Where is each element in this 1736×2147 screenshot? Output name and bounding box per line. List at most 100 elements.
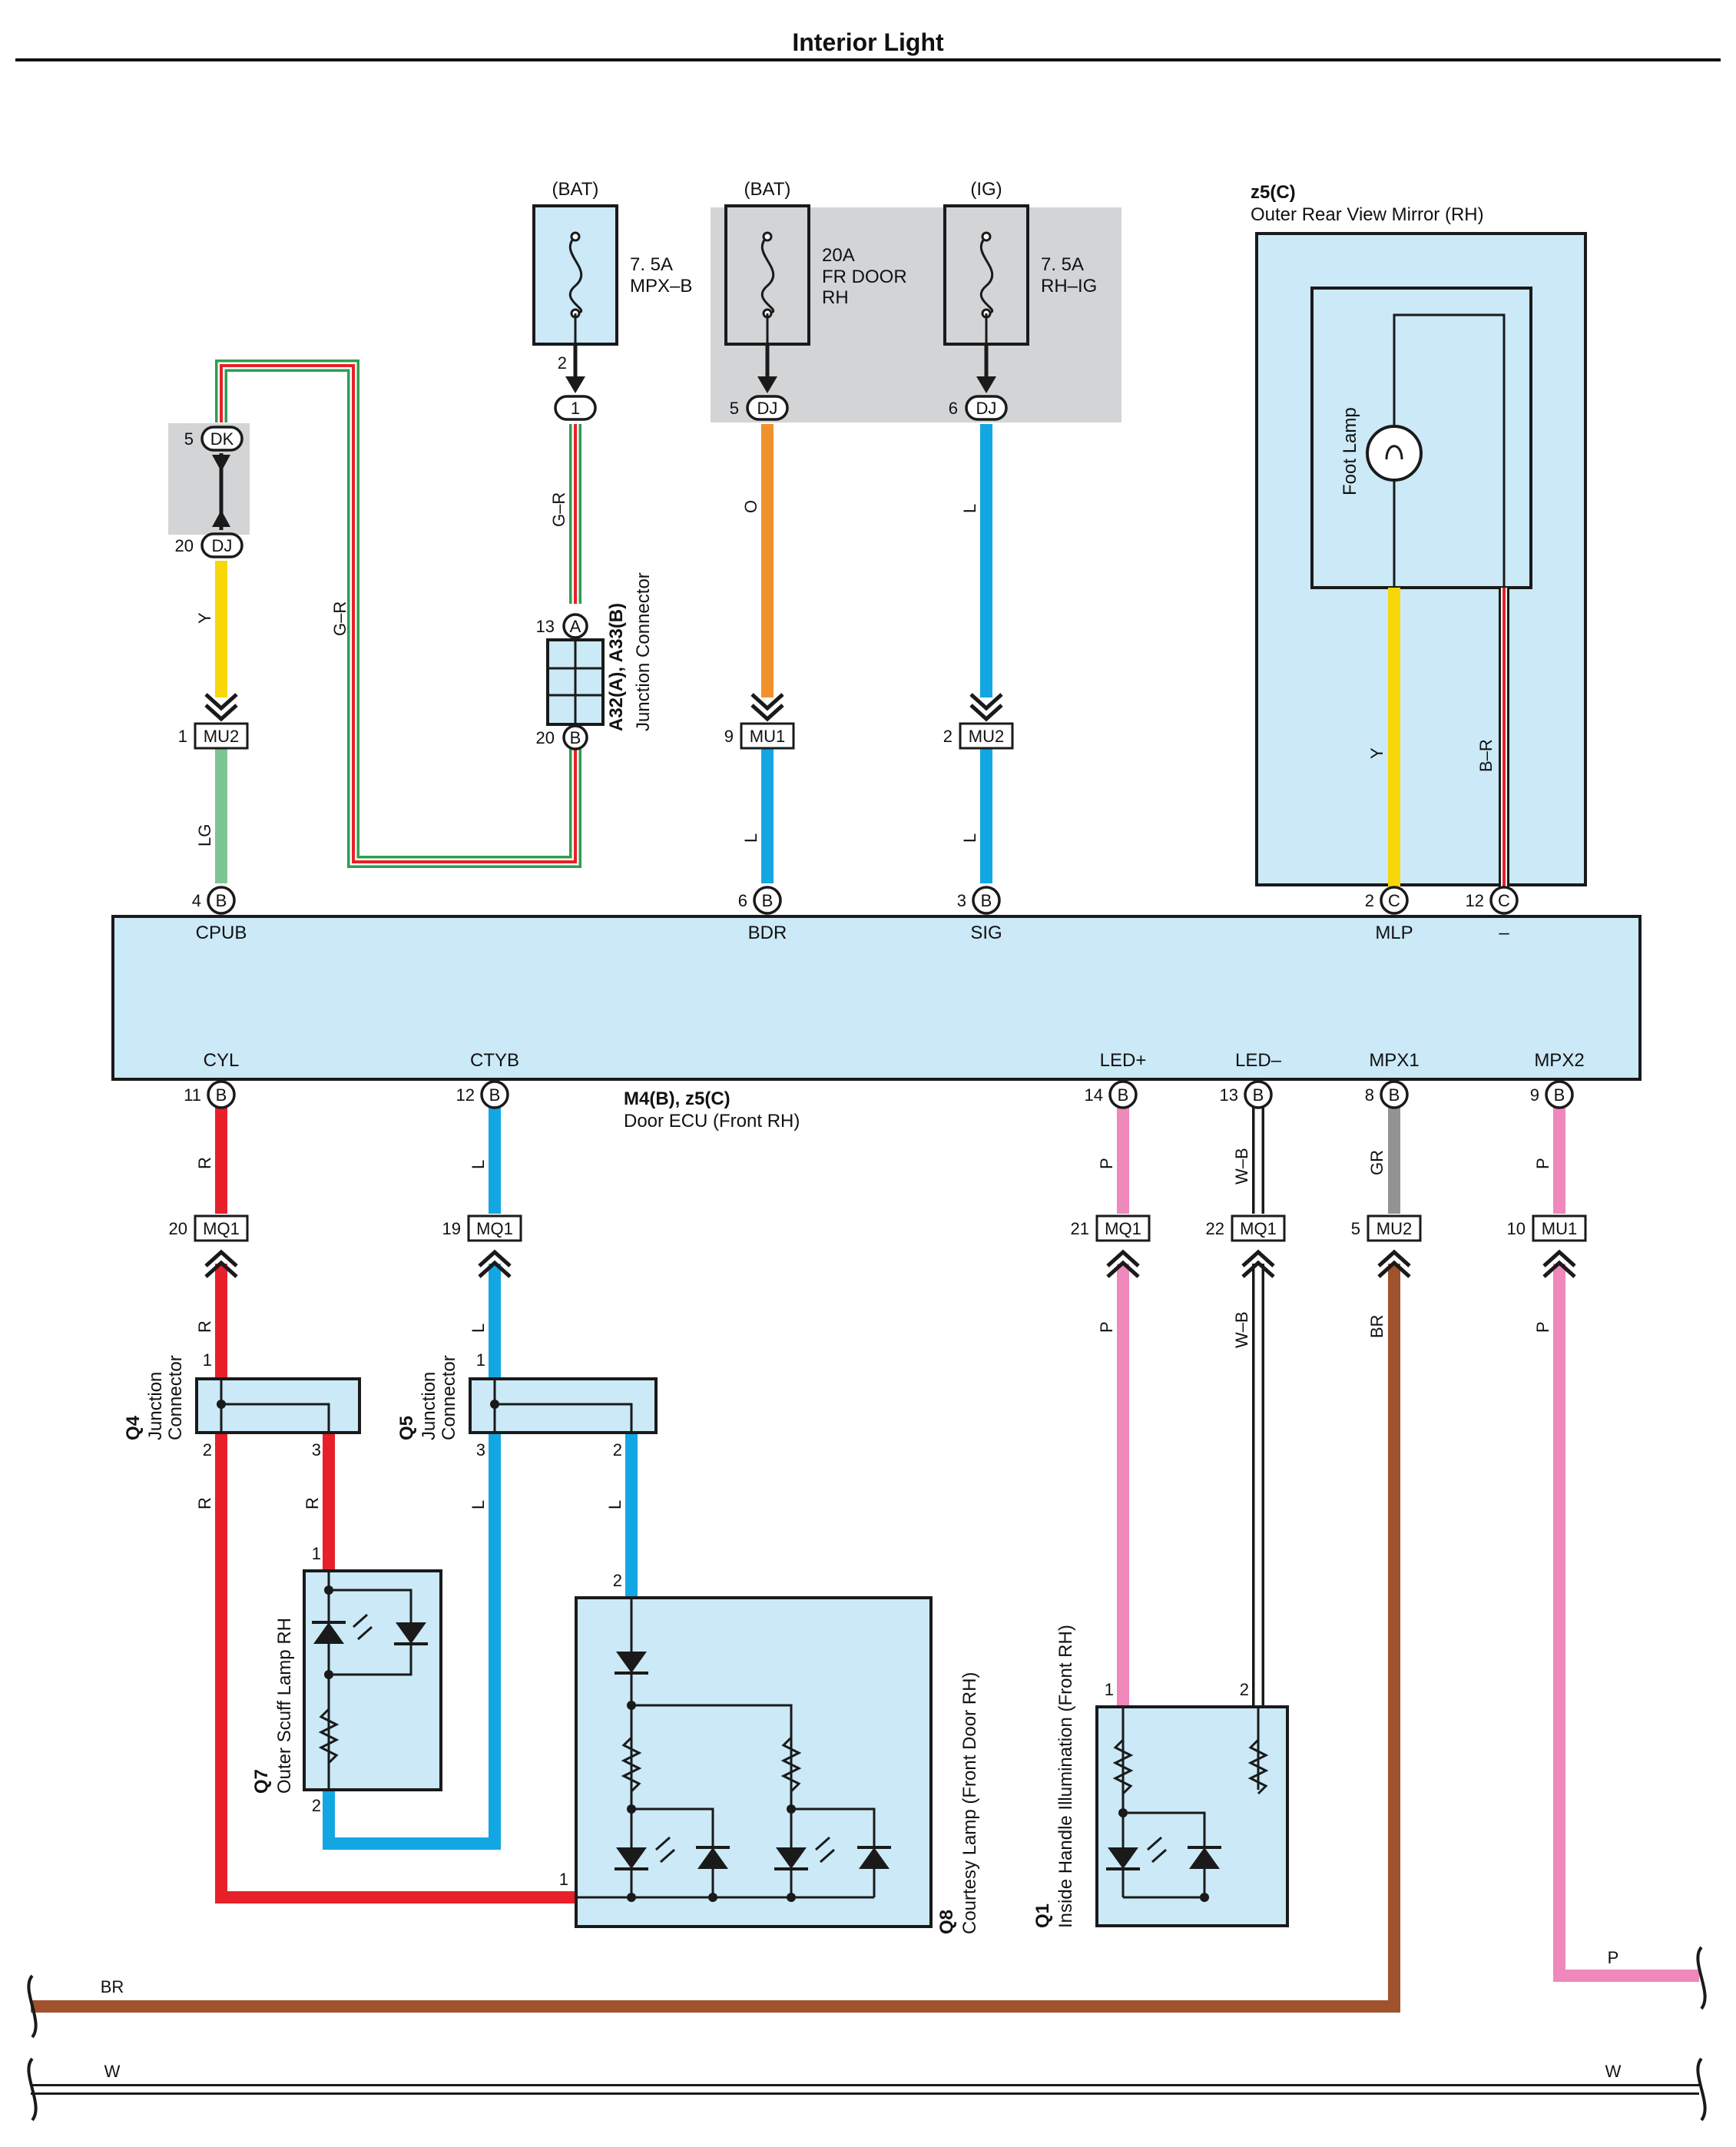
svg-text:CTYB: CTYB	[470, 1050, 519, 1071]
svg-text:12: 12	[1466, 891, 1484, 910]
svg-text:B: B	[1554, 1085, 1565, 1105]
svg-text:P: P	[1533, 1321, 1552, 1333]
svg-text:L: L	[960, 833, 979, 843]
component-pin-numbers: 1 2 3 1 3 2 1 2 2 1 1 2	[203, 1350, 1249, 1889]
wire-r-to-q8	[215, 1433, 576, 1903]
svg-text:L: L	[960, 504, 979, 513]
svg-text:14: 14	[1085, 1085, 1103, 1105]
connector-mu1-9: MU1 9	[724, 722, 795, 750]
svg-text:DJ: DJ	[757, 399, 778, 418]
svg-text:3: 3	[312, 1440, 321, 1459]
inside-handle-illumination-q1: Q1 Inside Handle Illumination (Front RH)	[1032, 1625, 1289, 1928]
junction-q4: Q4 Junction Connector	[123, 1355, 361, 1440]
svg-text:B: B	[762, 891, 774, 910]
junction-connector-a32-a33: A32(A), A33(B) Junction Connector	[546, 572, 654, 731]
svg-text:Connector: Connector	[439, 1355, 459, 1440]
wire-p-mpx2	[1553, 1264, 1699, 1982]
connector-mq1-20: MQ1 20	[169, 1214, 249, 1242]
svg-text:DK: DK	[210, 429, 234, 449]
svg-text:DJ: DJ	[212, 536, 233, 555]
svg-text:9: 9	[724, 727, 734, 746]
svg-text:Q7: Q7	[251, 1769, 272, 1794]
svg-text:1: 1	[1105, 1680, 1114, 1699]
svg-text:Q5: Q5	[396, 1416, 417, 1440]
svg-text:R: R	[195, 1157, 214, 1169]
connector-mu1-10: MU1 10	[1507, 1214, 1587, 1242]
wire-br	[31, 1264, 1400, 2013]
svg-text:Q1: Q1	[1032, 1903, 1053, 1928]
foot-lamp-bulb	[1366, 425, 1423, 482]
svg-text:8: 8	[1365, 1085, 1374, 1105]
ecu-pin-led-minus: LED– B 13	[1220, 1050, 1282, 1109]
svg-text:Y: Y	[1367, 747, 1386, 759]
svg-text:21: 21	[1071, 1219, 1089, 1238]
svg-text:1: 1	[571, 399, 580, 418]
svg-text:LED+: LED+	[1100, 1050, 1147, 1071]
svg-text:4: 4	[192, 891, 201, 910]
svg-text:12: 12	[456, 1085, 475, 1105]
svg-text:DJ: DJ	[976, 399, 997, 418]
svg-text:2: 2	[1240, 1680, 1249, 1699]
svg-text:C: C	[1498, 891, 1510, 910]
svg-text:13: 13	[1220, 1085, 1238, 1105]
wire-break-marks	[27, 1946, 1707, 2122]
connector-dk: DK 5	[184, 426, 244, 452]
svg-text:7. 5A: 7. 5A	[1041, 254, 1084, 275]
svg-text:2: 2	[312, 1796, 321, 1815]
svg-text:2: 2	[558, 353, 567, 373]
connector-mq1-19: MQ1 19	[442, 1214, 522, 1242]
svg-text:3: 3	[476, 1440, 485, 1459]
svg-text:BDR: BDR	[748, 923, 787, 943]
svg-text:P: P	[1533, 1158, 1552, 1169]
connector-dj-6: DJ 6	[949, 395, 1008, 421]
svg-text:3: 3	[957, 891, 966, 910]
svg-text:–: –	[1499, 923, 1509, 943]
connector-dj-5: DJ 5	[730, 395, 789, 421]
ecu-pin-mpx1: MPX1 B 8	[1365, 1050, 1420, 1109]
svg-text:9: 9	[1530, 1085, 1539, 1105]
svg-text:1: 1	[203, 1350, 212, 1370]
svg-text:7. 5A: 7. 5A	[630, 254, 673, 275]
svg-text:1: 1	[178, 727, 187, 746]
svg-text:Courtesy Lamp (Front Door RH): Courtesy Lamp (Front Door RH)	[959, 1672, 980, 1934]
outer-scuff-lamp-q7: Q7 Outer Scuff Lamp RH	[251, 1569, 442, 1794]
svg-text:MQ1: MQ1	[1240, 1219, 1277, 1238]
svg-text:5: 5	[184, 429, 194, 449]
svg-text:22: 22	[1206, 1219, 1224, 1238]
svg-text:L: L	[605, 1500, 624, 1509]
connector-a: A 13	[536, 613, 588, 639]
svg-text:W: W	[1605, 2062, 1622, 2081]
svg-text:FR DOOR: FR DOOR	[822, 267, 907, 287]
ecu-pin-minus: C 12 –	[1466, 886, 1519, 943]
svg-text:C: C	[1388, 891, 1400, 910]
connector-mq1-21: MQ1 21	[1071, 1214, 1151, 1242]
wire-color-labels: Y G–R G–R LG O L L L Y B–R R R R R L L L…	[101, 492, 1622, 2081]
svg-text:MU2: MU2	[204, 727, 239, 746]
svg-text:Junction: Junction	[419, 1372, 439, 1440]
svg-text:W–B: W–B	[1232, 1148, 1251, 1184]
svg-text:M4(B), z5(C): M4(B), z5(C)	[624, 1088, 731, 1109]
svg-text:5: 5	[730, 399, 739, 418]
connector-mu2-5: MU2 5	[1351, 1214, 1422, 1242]
fuse-fr-door-rh: (BAT) 20A FR DOOR RH	[724, 179, 907, 346]
svg-text:2: 2	[613, 1440, 622, 1459]
ecu-pin-cpub: B 4 CPUB	[192, 886, 247, 943]
ecu-pin-mpx2: MPX2 B 9	[1530, 1050, 1585, 1109]
svg-text:SIG: SIG	[970, 923, 1002, 943]
svg-text:B: B	[1389, 1085, 1400, 1105]
chevrons-bottom	[204, 1249, 1576, 1278]
svg-text:MU2: MU2	[1377, 1219, 1412, 1238]
svg-text:1: 1	[559, 1870, 568, 1889]
fuse-rh-ig: (IG) 7. 5A RH–IG	[943, 179, 1097, 346]
svg-text:Q8: Q8	[936, 1910, 957, 1934]
svg-text:19: 19	[442, 1219, 461, 1238]
svg-text:10: 10	[1507, 1219, 1526, 1238]
connector-b: B 20	[536, 724, 588, 750]
svg-text:2: 2	[1365, 891, 1374, 910]
svg-text:B: B	[489, 1085, 501, 1105]
svg-text:MU2: MU2	[969, 727, 1004, 746]
wire-g-r	[215, 359, 581, 868]
svg-text:L: L	[469, 1500, 488, 1509]
svg-text:G–R: G–R	[330, 601, 350, 636]
